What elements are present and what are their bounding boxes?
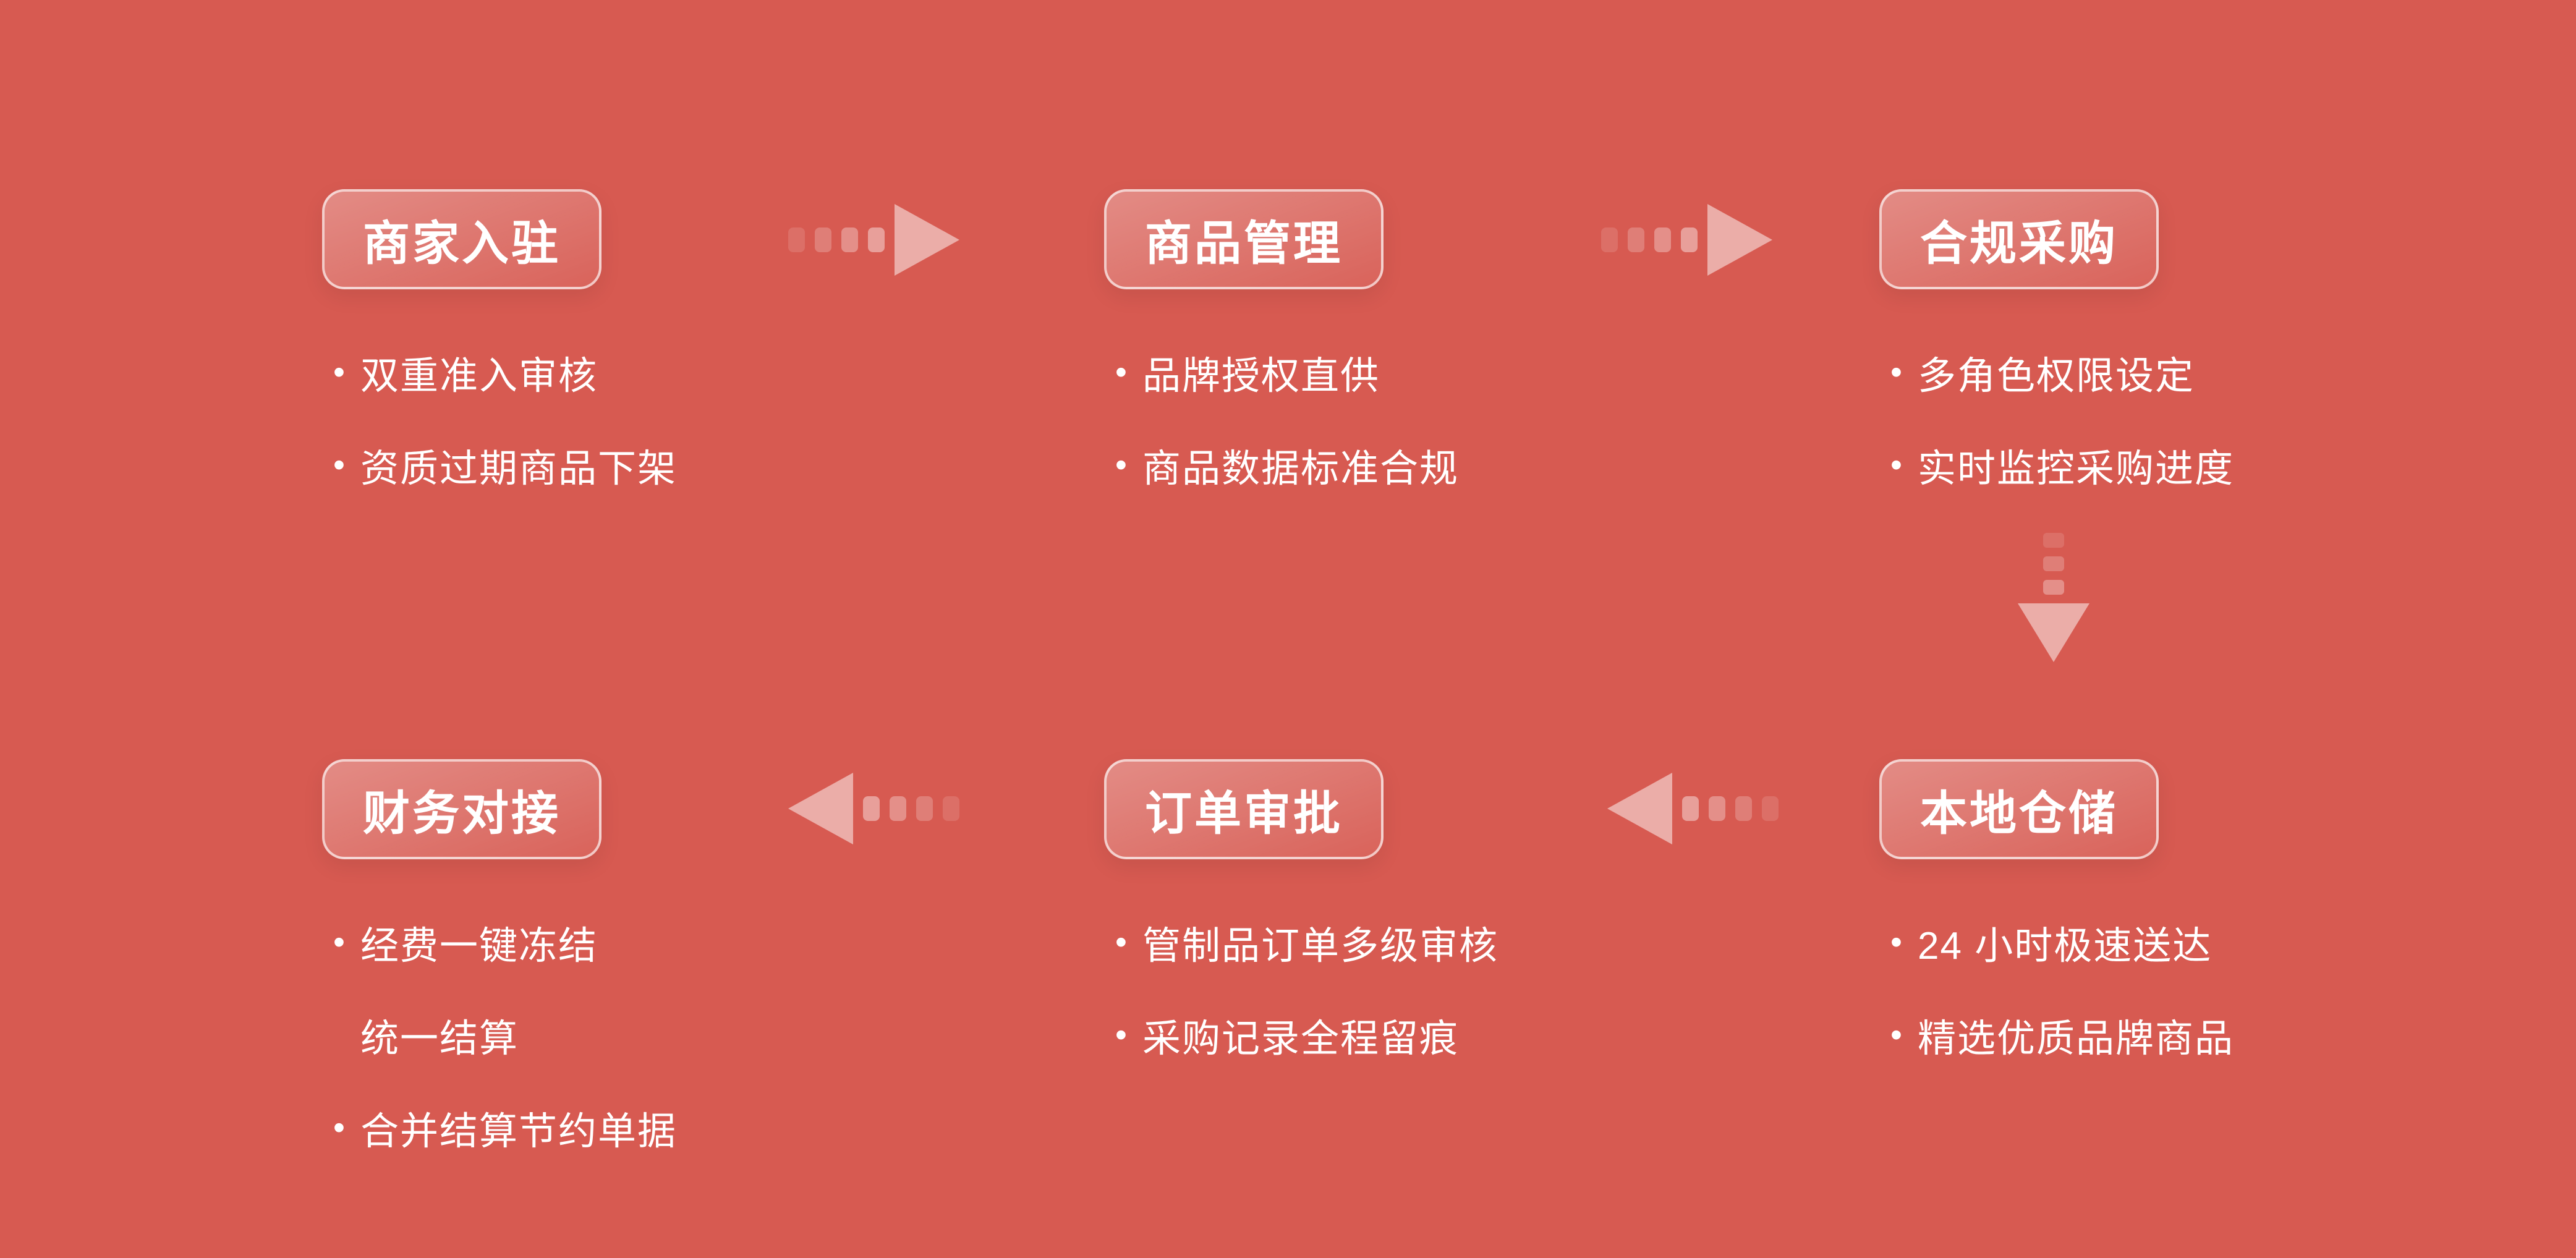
arrow-dash (916, 796, 933, 821)
step-title: 订单审批 (1145, 788, 1343, 840)
step-title: 商家入驻 (363, 218, 561, 270)
flow-step-financial-integration: 财务对接 • 经费一键冻结 统一结算 • 合并结算节约单据 (322, 759, 677, 1192)
bullet-text: 实时监控采购进度 (1918, 448, 2235, 490)
arrow-dash (943, 796, 959, 821)
bullet-item-continuation: 统一结算 (333, 1006, 677, 1063)
arrow-dash (788, 227, 805, 252)
step-title: 商品管理 (1145, 218, 1343, 270)
flow-step-order-approval: 订单审批 • 管制品订单多级审核 • 采购记录全程留痕 (1104, 759, 1498, 1099)
bullet-text: 24 小时极速送达 (1918, 925, 2213, 967)
bullet-item: • 合并结算节约单据 (333, 1099, 677, 1156)
bullet-dot-icon: • (333, 446, 346, 483)
arrow-head (895, 204, 959, 276)
bullet-text: 采购记录全程留痕 (1142, 1018, 1460, 1060)
flow-step-local-warehousing: 本地仓储 • 24 小时极速送达 • 精选优质品牌商品 (1879, 759, 2234, 1099)
bullet-list: • 品牌授权直供 • 商品数据标准合规 (1104, 344, 1459, 493)
bullet-dot-icon: • (1890, 446, 1903, 483)
bullet-item: • 商品数据标准合规 (1115, 436, 1459, 493)
arrow-left-icon (1607, 773, 1779, 844)
arrow-dash (2043, 533, 2064, 548)
bullet-text: 管制品订单多级审核 (1142, 925, 1499, 967)
bullet-text: 合并结算节约单据 (360, 1110, 678, 1153)
bullet-text: 品牌授权直供 (1142, 355, 1380, 397)
bullet-text: 精选优质品牌商品 (1918, 1018, 2235, 1060)
bullet-item: • 实时监控采购进度 (1890, 436, 2234, 493)
arrow-dash (1628, 227, 1644, 252)
arrow-down-icon (2018, 533, 2089, 662)
bullet-dot-icon: • (1890, 1016, 1903, 1053)
bullet-text: 双重准入审核 (360, 355, 598, 397)
bullet-item: • 双重准入审核 (333, 344, 677, 401)
step-title-box: 财务对接 (322, 759, 601, 859)
arrow-dash (863, 796, 880, 821)
bullet-dot-icon: • (1115, 446, 1128, 483)
step-title: 本地仓储 (1920, 788, 2118, 840)
bullet-item: • 资质过期商品下架 (333, 436, 677, 493)
step-title-box: 本地仓储 (1879, 759, 2159, 859)
arrow-dash (1601, 227, 1618, 252)
bullet-item: • 品牌授权直供 (1115, 344, 1459, 401)
bullet-item: • 采购记录全程留痕 (1115, 1006, 1498, 1063)
arrow-dash (868, 227, 885, 252)
arrow-right-icon (788, 204, 959, 276)
arrow-right-icon (1601, 204, 1772, 276)
arrow-dash (1654, 227, 1671, 252)
bullet-dot-icon: • (1890, 924, 1903, 961)
bullet-text: 统一结算 (360, 1018, 519, 1060)
bullet-dot-icon: • (1115, 1016, 1128, 1053)
bullet-list: • 经费一键冻结 统一结算 • 合并结算节约单据 (322, 914, 677, 1156)
bullet-text: 多角色权限设定 (1918, 355, 2195, 397)
arrow-dash (890, 796, 906, 821)
arrow-dash (841, 227, 858, 252)
step-title: 财务对接 (363, 788, 561, 840)
bullet-dot-icon: • (1890, 354, 1903, 391)
arrow-dash (1682, 796, 1699, 821)
arrow-dash (1681, 227, 1698, 252)
step-title-box: 订单审批 (1104, 759, 1384, 859)
bullet-dot-icon: • (1115, 354, 1128, 391)
bullet-list: • 管制品订单多级审核 • 采购记录全程留痕 (1104, 914, 1498, 1063)
step-title: 合规采购 (1920, 218, 2118, 270)
flow-step-merchant-onboarding: 商家入驻 • 双重准入审核 • 资质过期商品下架 (322, 189, 677, 529)
bullet-text: 经费一键冻结 (360, 925, 598, 967)
arrow-dash (815, 227, 831, 252)
bullet-text: 资质过期商品下架 (360, 448, 678, 490)
arrow-dash (2043, 556, 2064, 571)
step-title-box: 商品管理 (1104, 189, 1384, 289)
bullet-dot-icon: • (333, 1109, 346, 1146)
bullet-item: • 管制品订单多级审核 (1115, 914, 1498, 971)
bullet-dot-icon: • (333, 354, 346, 391)
arrow-head (2018, 603, 2089, 662)
flow-step-product-management: 商品管理 • 品牌授权直供 • 商品数据标准合规 (1104, 189, 1459, 529)
arrow-left-icon (788, 773, 959, 844)
bullet-item: • 多角色权限设定 (1890, 344, 2234, 401)
arrow-head (1707, 204, 1772, 276)
bullet-list: • 双重准入审核 • 资质过期商品下架 (322, 344, 677, 493)
arrow-dash (1709, 796, 1725, 821)
arrow-head (1607, 773, 1672, 844)
bullet-item: • 精选优质品牌商品 (1890, 1006, 2234, 1063)
bullet-list: • 24 小时极速送达 • 精选优质品牌商品 (1879, 914, 2234, 1063)
step-title-box: 合规采购 (1879, 189, 2159, 289)
step-title-box: 商家入驻 (322, 189, 601, 289)
arrow-dash (1735, 796, 1752, 821)
flow-step-compliant-procurement: 合规采购 • 多角色权限设定 • 实时监控采购进度 (1879, 189, 2234, 529)
bullet-item: • 经费一键冻结 (333, 914, 677, 971)
bullet-list: • 多角色权限设定 • 实时监控采购进度 (1879, 344, 2234, 493)
arrow-head (788, 773, 853, 844)
bullet-item: • 24 小时极速送达 (1890, 914, 2234, 971)
bullet-dot-icon: • (333, 924, 346, 961)
arrow-dash (2043, 580, 2064, 595)
bullet-text: 商品数据标准合规 (1142, 448, 1460, 490)
bullet-dot-icon: • (1115, 924, 1128, 961)
arrow-dash (1762, 796, 1779, 821)
